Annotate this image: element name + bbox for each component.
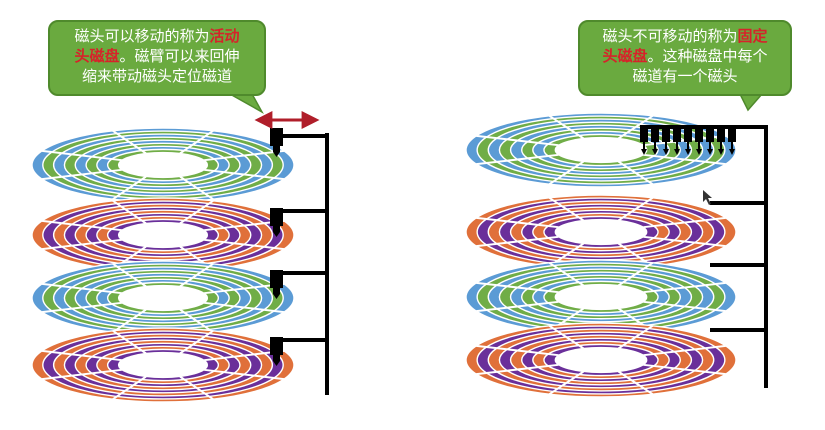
fixed-head-point xyxy=(685,149,691,155)
movable-head-callout: 磁头可以移动的称为活动 头磁盘。磁臂可以来回伸 缩来带动磁头定位磁道 xyxy=(48,20,266,96)
left-head-2 xyxy=(270,208,283,237)
platter-right-3 xyxy=(465,259,737,335)
right-fixed-head-array xyxy=(640,129,736,155)
platter-right-2 xyxy=(465,194,737,270)
left-head-3 xyxy=(270,270,283,299)
platter-left-1 xyxy=(31,127,295,203)
fixed-head-point xyxy=(674,149,680,155)
callout-right-line2-highlight: 头磁盘 xyxy=(602,47,648,65)
fixed-head-point xyxy=(652,149,658,155)
platter-left-2 xyxy=(31,197,295,273)
fixed-head xyxy=(717,129,725,142)
callout-left-line1-text: 磁头可以移动的称为 xyxy=(74,27,210,45)
callout-left-line3-text: 缩来带动磁头定位磁道 xyxy=(81,67,232,85)
fixed-head-point xyxy=(641,149,647,155)
left-callout-pointer xyxy=(227,93,264,114)
callout-right-line3-text: 磁道有一个磁头 xyxy=(632,67,738,85)
fixed-head xyxy=(662,129,670,142)
platter-left-3 xyxy=(31,260,295,336)
left-head-4 xyxy=(270,337,283,366)
platter-right-4 xyxy=(465,322,737,398)
fixed-head xyxy=(640,129,648,142)
callout-right-line1-text: 磁头不可移动的称为 xyxy=(602,27,738,45)
fixed-head xyxy=(684,129,692,142)
fixed-head-disk-stack xyxy=(465,112,768,398)
fixed-head-point xyxy=(663,149,669,155)
fixed-head-point xyxy=(729,149,735,155)
fixed-head xyxy=(706,129,714,142)
fixed-head xyxy=(673,129,681,142)
right-callout-pointer xyxy=(738,93,764,112)
fixed-head-point xyxy=(696,149,702,155)
fixed-head-point xyxy=(707,149,713,155)
callout-left-line1-highlight: 活动 xyxy=(209,27,240,45)
mouse-cursor-icon xyxy=(703,190,712,205)
fixed-head xyxy=(695,129,703,142)
callout-left-line2-text: 。磁臂可以来回伸 xyxy=(119,47,240,65)
fixed-head-point xyxy=(718,149,724,155)
left-head-1 xyxy=(270,128,283,157)
callout-right-line1-highlight: 固定 xyxy=(737,27,768,45)
platter-left-4 xyxy=(31,327,295,403)
callout-right-line2-text: 。这种磁盘中每个 xyxy=(647,47,768,65)
callout-left-line2-highlight: 头磁盘 xyxy=(74,47,120,65)
fixed-head xyxy=(728,129,736,142)
fixed-head-callout: 磁头不可移动的称为固定 头磁盘。这种磁盘中每个 磁道有一个磁头 xyxy=(578,20,792,96)
movable-head-disk-stack xyxy=(31,127,329,403)
platter-right-1 xyxy=(465,112,737,188)
fixed-head xyxy=(651,129,659,142)
